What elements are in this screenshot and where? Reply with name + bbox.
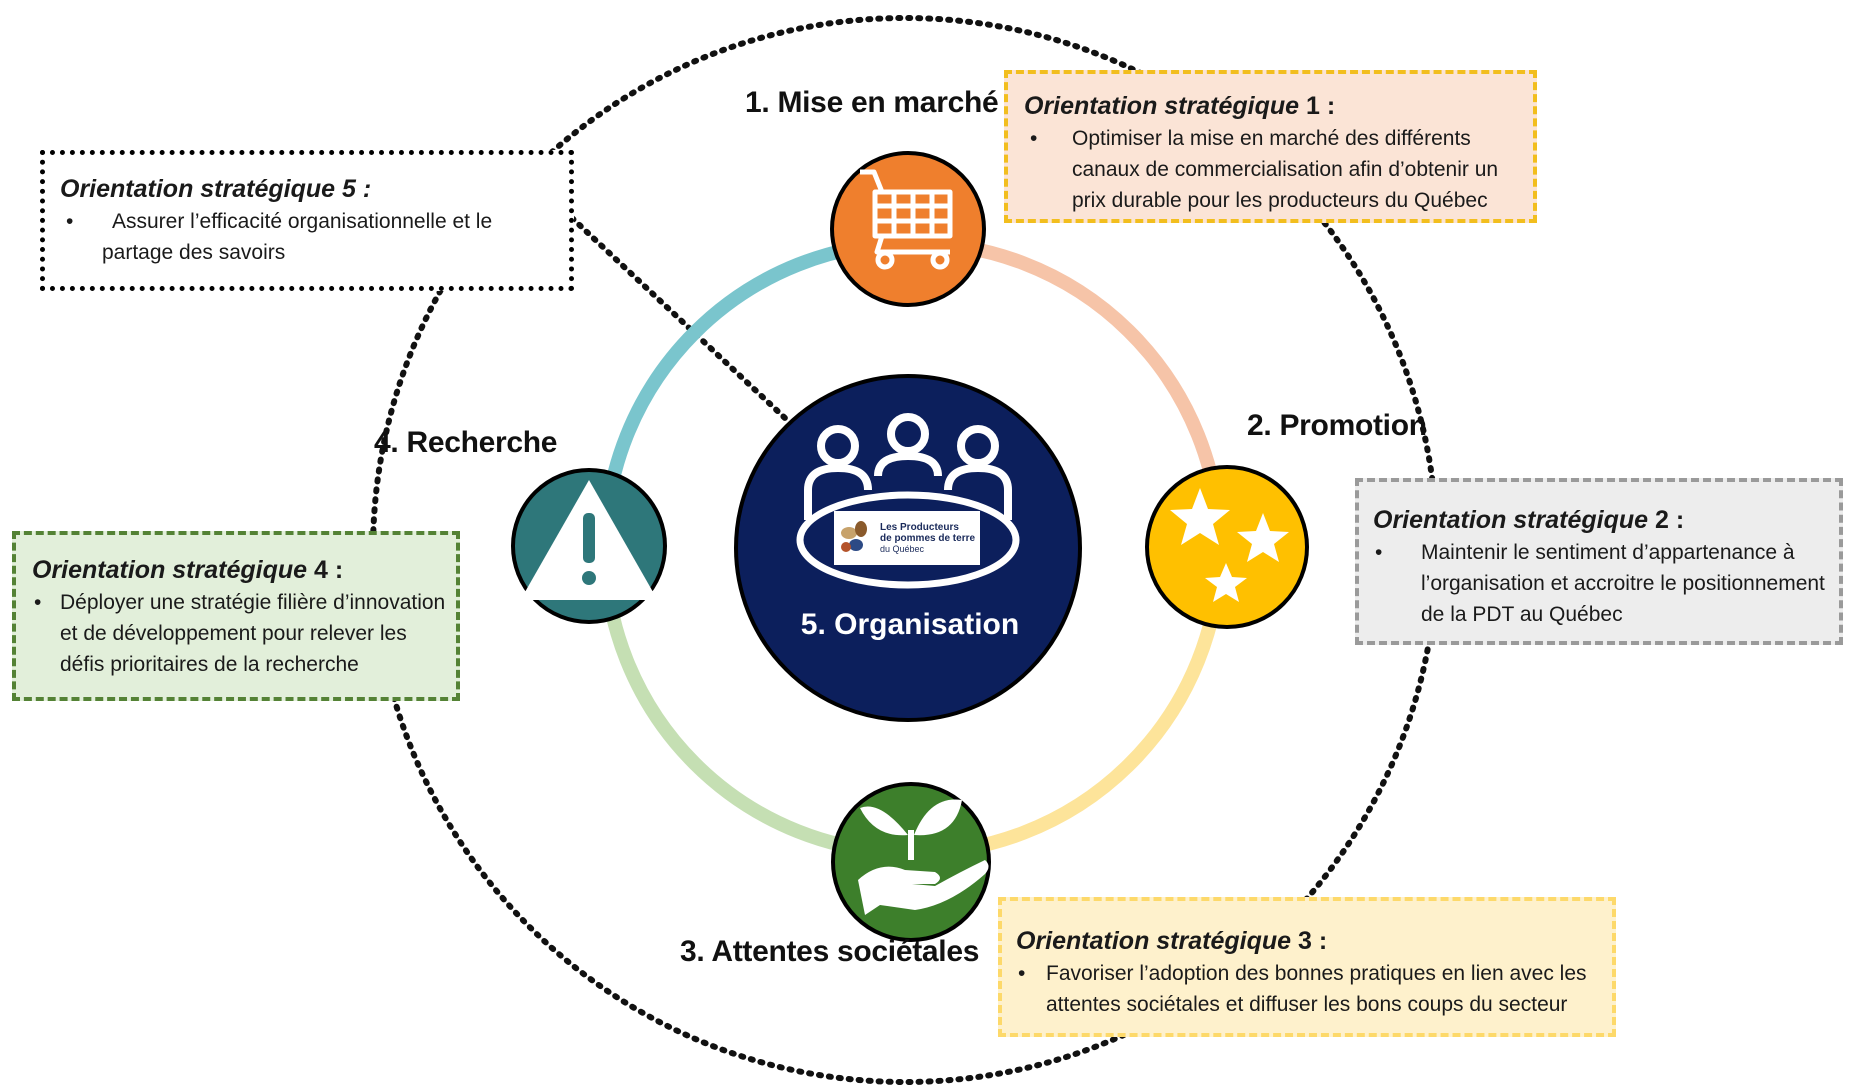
shopping-cart-icon — [860, 169, 953, 270]
orientation-item-5: • Assurer l’efficacité organisationnelle… — [60, 206, 559, 268]
stars-icon — [1170, 488, 1289, 602]
orientation-heading-1: Orientation stratégique 1 : — [1024, 90, 1517, 122]
orientation-text-1: Optimiser la mise en marché des différen… — [1072, 127, 1499, 212]
bullet: • — [1375, 541, 1383, 564]
orientation-heading-3-italic: Orientation stratégique — [1016, 927, 1292, 955]
orientation-heading-2-number: 2 : — [1648, 506, 1685, 534]
orientation-item-3: • Favoriser l’adoption des bonnes pratiq… — [1016, 958, 1600, 1020]
plant-in-hand-icon — [858, 799, 989, 915]
node-label-mise-en-marche: 1. Mise en marché — [745, 86, 999, 119]
orientation-text-5-line-2: partage des savoirs — [102, 241, 286, 264]
orientation-box-4: Orientation stratégique 4 : • Déployer u… — [12, 531, 460, 701]
people-meeting-icon — [796, 413, 1020, 589]
orientation-heading-4-number: 4 : — [307, 556, 344, 584]
logo-line-3: du Québec — [880, 544, 925, 554]
orientation-heading-3: Orientation stratégique 3 : — [1016, 925, 1600, 957]
orientation-heading-5-italic: Orientation stratégique 5 : — [60, 175, 372, 203]
recherche-node — [511, 468, 667, 624]
bullet: • — [66, 210, 74, 233]
logo: Les Producteurs de pommes de terre du Qu… — [834, 511, 980, 565]
orientation-heading-2: Orientation stratégique 2 : — [1373, 504, 1827, 536]
orientation-text-4: Déployer une stratégie filière d’innovat… — [60, 591, 446, 676]
mise-en-marche-node — [830, 151, 986, 307]
orientation-item-1: • Optimiser la mise en marché des différ… — [1024, 123, 1517, 216]
logo-line-1: Les Producteurs — [880, 522, 959, 533]
node-label-attentes-societales: 3. Attentes sociétales — [680, 935, 980, 968]
orientation-item-2: • Maintenir le sentiment d’appartenance … — [1373, 537, 1827, 630]
orientation-heading-2-italic: Orientation stratégique — [1373, 506, 1649, 534]
orientation-text-3: Favoriser l’adoption des bonnes pratique… — [1046, 962, 1587, 1016]
orientation-heading-1-italic: Orientation stratégique — [1024, 92, 1300, 120]
orientation-item-4: • Déployer une stratégie filière d’innov… — [32, 587, 446, 680]
bullet: • — [1030, 127, 1038, 150]
orientation-box-1: Orientation stratégique 1 : • Optimiser … — [1004, 70, 1537, 223]
orientation-box-3: Orientation stratégique 3 : • Favoriser … — [998, 897, 1616, 1037]
node-label-recherche: 4. Recherche — [374, 426, 558, 459]
orientation-heading-3-number: 3 : — [1291, 927, 1328, 955]
attentes-node — [831, 782, 991, 942]
orientation-text-2: Maintenir le sentiment d’appartenance à … — [1421, 541, 1825, 626]
promotion-node — [1145, 465, 1309, 629]
orientation-heading-1-number: 1 : — [1299, 92, 1336, 120]
connector-line-orientation-5 — [569, 215, 788, 421]
orientation-text-5-line-1: Assurer l’efficacité organisationnelle e… — [112, 210, 493, 233]
orientation-heading-5: Orientation stratégique 5 : — [60, 173, 559, 205]
orientation-heading-4-italic: Orientation stratégique — [32, 556, 308, 584]
node-label-promotion: 2. Promotion — [1247, 409, 1427, 442]
logo-line-2: de pommes de terre — [880, 533, 975, 544]
warning-icon — [524, 480, 654, 600]
organisation-node: Les Producteurs de pommes de terre du Qu… — [734, 374, 1082, 722]
orientation-heading-4: Orientation stratégique 4 : — [32, 554, 446, 586]
orientation-box-2: Orientation stratégique 2 : • Maintenir … — [1355, 478, 1843, 645]
bullet: • — [34, 591, 42, 614]
orientation-box-5: Orientation stratégique 5 : • Assurer l’… — [40, 150, 574, 291]
node-label-organisation: 5. Organisation — [800, 608, 1020, 641]
bullet: • — [1018, 962, 1026, 985]
